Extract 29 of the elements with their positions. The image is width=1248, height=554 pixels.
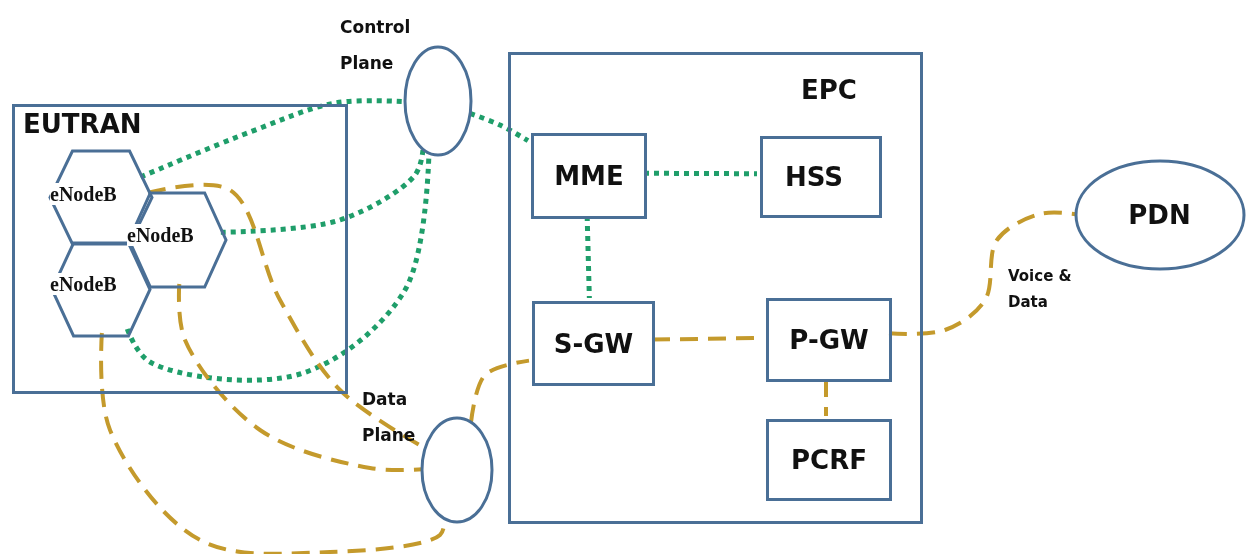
- dashed-connector: [176, 283, 423, 472]
- process-box: [766, 419, 892, 501]
- edge-label: Voice & Data: [1008, 266, 1073, 314]
- node-label: eNodeB: [50, 183, 117, 205]
- node-label: Control Plane: [340, 16, 412, 75]
- node-label: Data Plane: [362, 388, 417, 447]
- node-label: P-GW: [788, 325, 870, 355]
- node-label: EPC: [801, 75, 857, 105]
- node-label: EUTRAN: [23, 109, 142, 139]
- node-label: PCRF: [790, 445, 868, 475]
- process-box: [532, 301, 655, 386]
- dotted-connector: [220, 148, 426, 235]
- node-label: HSS: [785, 162, 844, 192]
- group-box: [12, 104, 348, 394]
- process-box: [766, 298, 892, 382]
- node-label: MME: [553, 161, 625, 191]
- node-label: S-GW: [552, 328, 635, 359]
- process-box: [531, 133, 647, 219]
- node-label: eNodeB: [127, 224, 194, 246]
- node-label: eNodeB: [50, 273, 117, 295]
- dashed-connector: [99, 332, 447, 554]
- dotted-connector: [469, 111, 530, 143]
- dashed-connector: [824, 379, 828, 416]
- dotted-connector: [644, 170, 757, 177]
- process-box: [760, 136, 882, 218]
- node-label: PDN: [1127, 199, 1192, 230]
- dashed-connector: [469, 358, 530, 423]
- dotted-connector: [124, 152, 432, 383]
- group-box: [508, 52, 923, 524]
